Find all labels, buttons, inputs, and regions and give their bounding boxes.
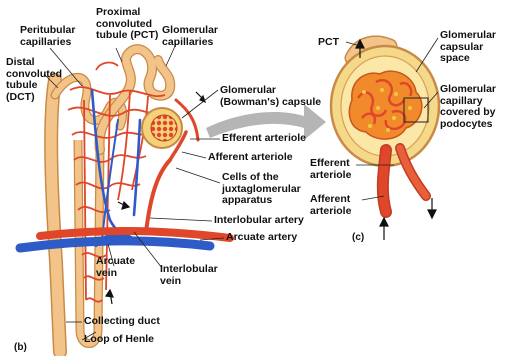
arterial-vessels	[40, 100, 230, 238]
label-collecting-duct: Collecting duct	[84, 316, 160, 328]
panel-label-b: (b)	[14, 342, 27, 354]
label-bowmans-capsule: Glomerular(Bowman's) capsule	[220, 85, 321, 108]
label-pct-c: PCT	[318, 37, 339, 49]
label-efferent-arteriole-b: Efferent arteriole	[222, 133, 306, 145]
label-arcuate-artery: Arcuate artery	[226, 232, 297, 244]
panel-label-c: (c)	[352, 232, 364, 244]
glomerulus-b	[151, 115, 177, 141]
label-interlobular-artery: Interlobular artery	[214, 215, 304, 227]
label-loop-of-henle: Loop of Henle	[84, 334, 154, 346]
label-afferent-arteriole-b: Afferent arteriole	[208, 152, 293, 164]
